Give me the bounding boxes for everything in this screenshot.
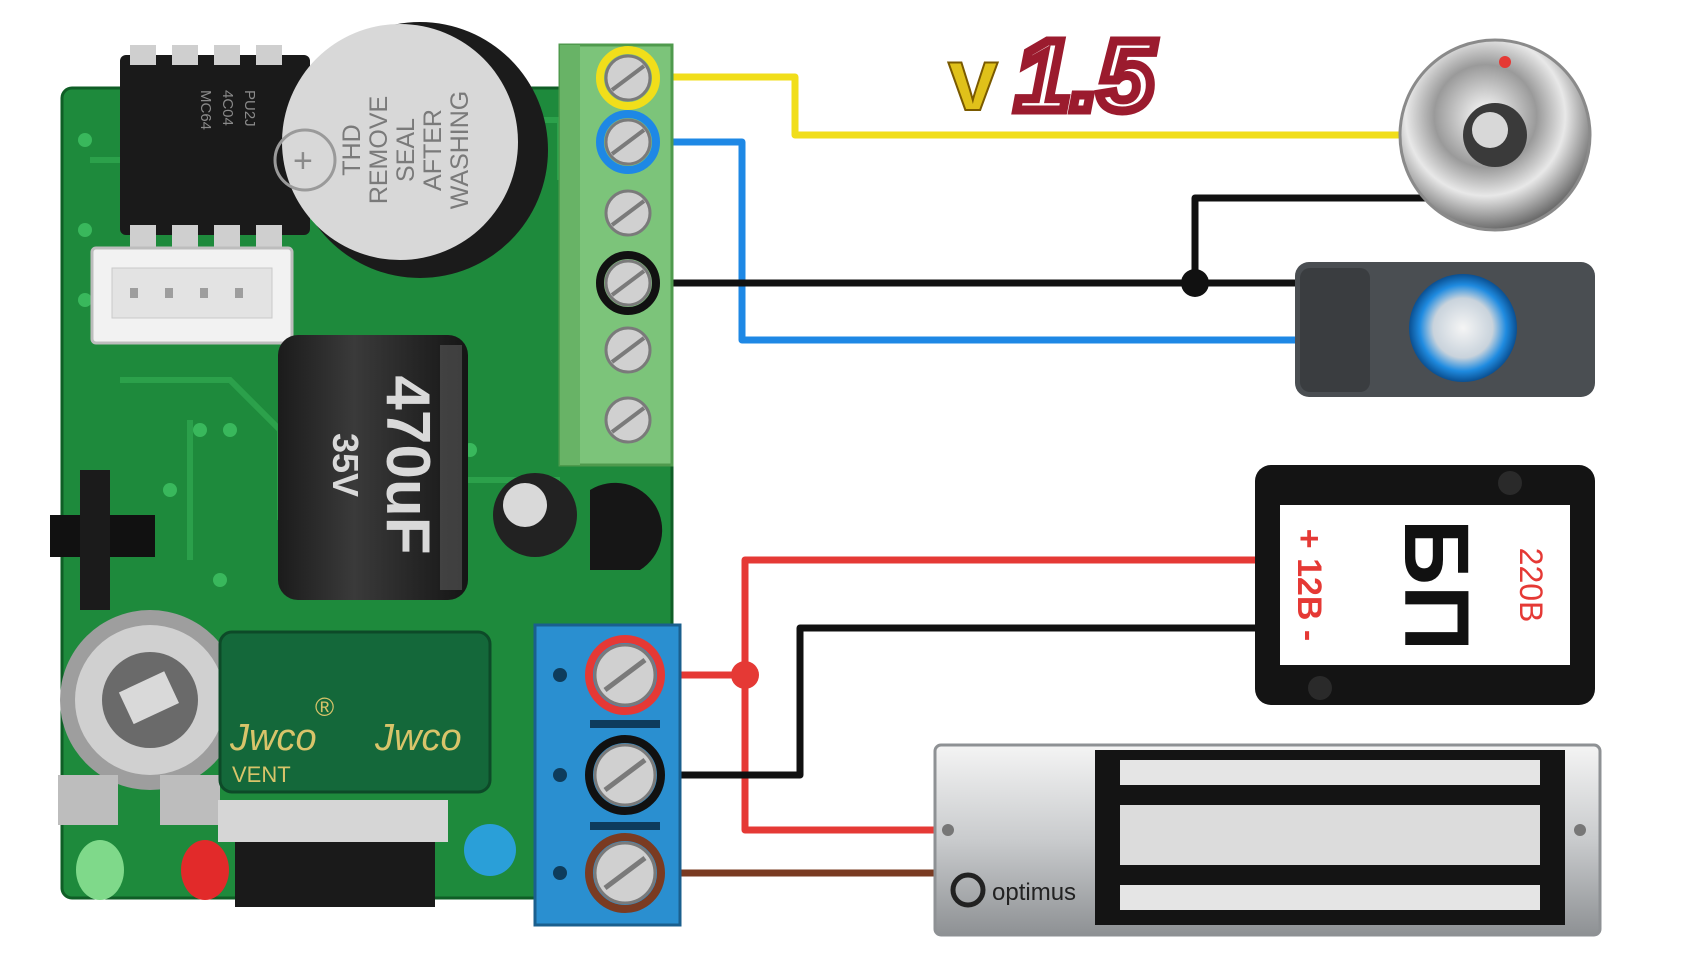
blue-capacitor [464,824,516,876]
terminal-ring-brown [585,833,665,913]
cap-big-value: 470uF [373,375,442,554]
exit-button [1295,262,1595,397]
controller-board: PU2J 4C04 MC64 + THD REMOVE SEAL AFTER W… [50,22,674,907]
red-wire-psu [668,556,1255,679]
psu-output: + 12В - [1290,529,1328,641]
chip-label-1: PU2J [241,90,258,127]
buzzer-text-1: THD [338,124,366,175]
voltage-regulator [218,800,448,907]
maglock-brand: optimus [992,879,1076,906]
black-wire-psu [668,624,1255,779]
psu-label [1280,505,1570,665]
buzzer: + THD REMOVE SEAL AFTER WASHING [273,22,548,278]
film-cap-brand-1: Jwco [229,717,317,759]
capacitor-470uf: 470uF 35V [278,335,468,600]
transistor [590,482,663,570]
buzzer-plus-mark: + [293,142,313,180]
terminal-ring-black-power [585,735,665,815]
film-cap-brand-2: Jwco [374,717,462,759]
jumper [50,470,155,610]
title-v: v [948,30,998,130]
terminal-ring-blue [596,110,660,174]
magnetic-lock: optimus [933,743,1602,937]
chip-label-3: MC64 [197,90,214,130]
psu-name: БП [1385,519,1487,651]
buzzer-text-2: REMOVE [365,96,393,204]
film-cap-mark: ® [315,692,334,722]
version-title: v 1.5 [947,16,1160,137]
cap-big-voltage: 35V [325,433,366,497]
terminal-ring-black [596,251,660,315]
junction-red [731,661,759,689]
terminal-ring-yellow [596,46,660,110]
blue-wire [640,138,1300,344]
black-wire-branch [1191,194,1425,283]
chrome-button-led [1499,56,1511,68]
green-led [76,840,124,900]
yellow-wire [640,73,1420,139]
red-led [181,840,229,900]
chrome-button [1398,38,1592,232]
buzzer-text-5: WASHING [446,91,474,210]
junction-black [1181,269,1209,297]
wires [640,73,1425,877]
signal-terminal-block [558,43,674,467]
chip-label-2: 4C04 [219,90,236,126]
power-terminal-block [533,623,682,927]
film-cap-vent: VENT [232,762,291,787]
maglock-logo-icon [950,872,986,908]
film-capacitor: Jwco Jwco ® VENT [218,630,492,794]
small-capacitor [493,473,577,557]
power-supply: БП 220В + 12В - [1255,465,1595,705]
ic-chip: PU2J 4C04 MC64 [120,45,310,247]
title-number: 1.5 [1015,20,1155,132]
potentiometer [58,610,240,825]
terminal-ring-red [585,635,665,715]
white-connector [90,246,294,345]
buzzer-text-4: AFTER [419,109,447,191]
psu-input: 220В [1513,548,1549,623]
red-wire-lock [741,675,935,834]
buzzer-text-3: SEAL [392,118,420,182]
